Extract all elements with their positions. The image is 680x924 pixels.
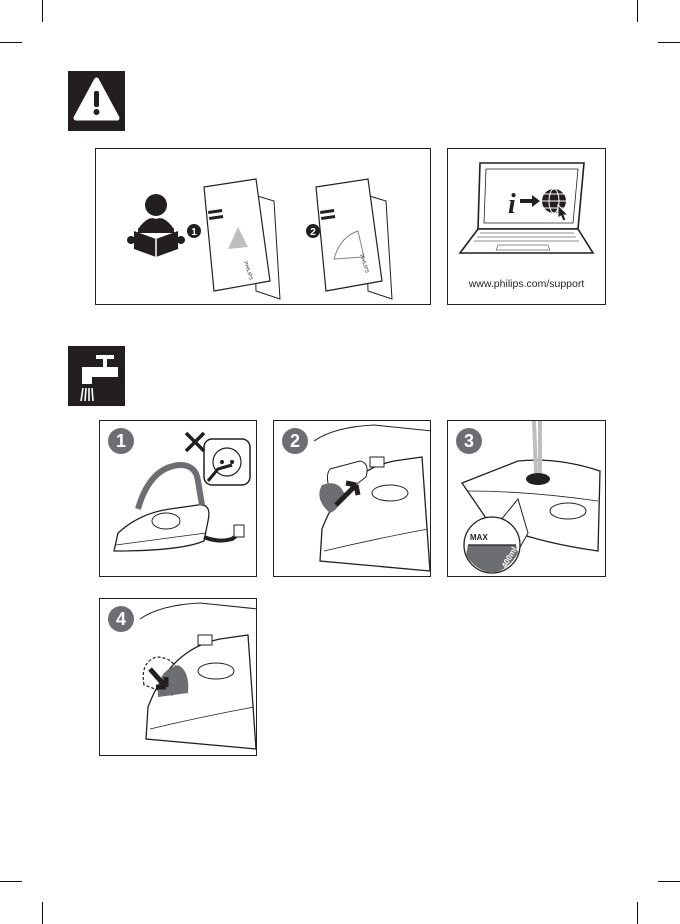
reader-icon bbox=[127, 194, 185, 257]
warning-triangle-icon bbox=[68, 71, 125, 131]
manual-booklet-icon: PHILIPS bbox=[316, 179, 392, 299]
read-manual-panel: PHILIPS PHILIPS 1 2 bbox=[95, 148, 431, 305]
step-panel-3: 3 MAX 400ml bbox=[447, 420, 606, 577]
info-icon: i bbox=[508, 189, 516, 220]
manual-step-2: 2 bbox=[310, 227, 316, 238]
crop-mark bbox=[658, 42, 680, 43]
step-number-4: 4 bbox=[108, 606, 134, 632]
crop-mark bbox=[42, 902, 43, 924]
crop-mark bbox=[42, 0, 43, 22]
online-support-panel: i www.philips.com/support bbox=[447, 148, 606, 305]
crop-mark bbox=[637, 902, 638, 924]
step-panel-4: 4 bbox=[99, 598, 257, 756]
crop-mark bbox=[658, 881, 680, 882]
step-number-2: 2 bbox=[282, 428, 308, 454]
support-url[interactable]: www.philips.com/support bbox=[448, 278, 605, 290]
crop-mark bbox=[0, 881, 22, 882]
step-number-3: 3 bbox=[456, 428, 482, 454]
crop-mark bbox=[0, 42, 22, 43]
manual-step-1: 1 bbox=[191, 227, 197, 238]
step-number-1: 1 bbox=[108, 428, 134, 454]
water-section-icon bbox=[68, 346, 125, 406]
water-tap-icon bbox=[68, 346, 125, 406]
warning-section-icon bbox=[68, 71, 125, 131]
read-manual-illustration: PHILIPS PHILIPS 1 2 bbox=[96, 149, 431, 305]
manual-booklet-icon: PHILIPS bbox=[204, 179, 280, 299]
step-panel-2: 2 bbox=[273, 420, 431, 577]
crop-mark bbox=[637, 0, 638, 22]
max-label: MAX bbox=[470, 533, 488, 542]
step-panel-1: 1 bbox=[99, 420, 257, 577]
